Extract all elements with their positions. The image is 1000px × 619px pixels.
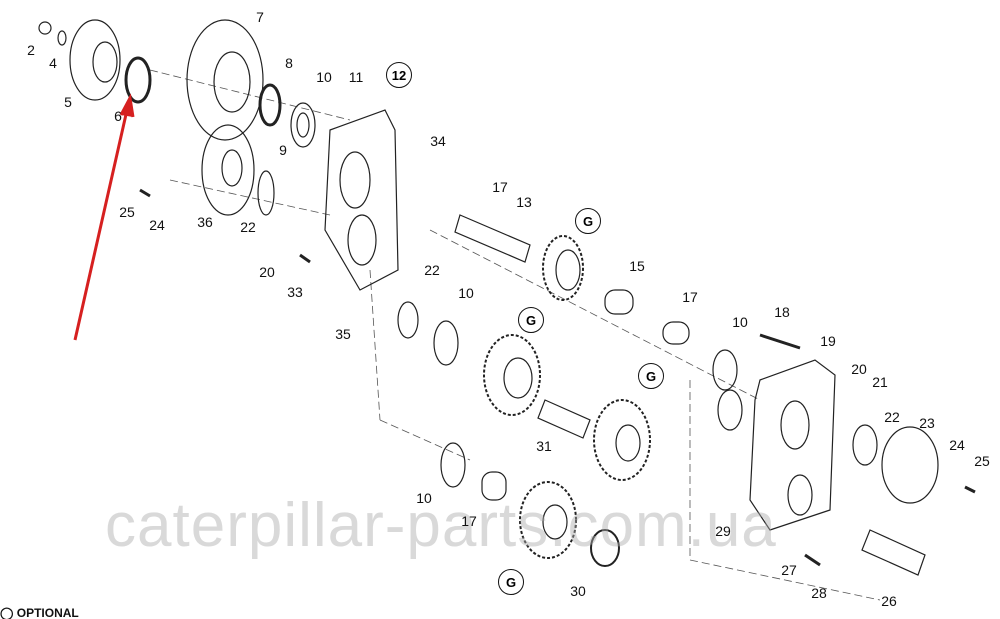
flange-part-5 [69, 19, 121, 101]
bearing-part-10c [440, 442, 466, 488]
part-label[interactable]: 19 [820, 333, 836, 349]
part-label[interactable]: 20 [851, 361, 867, 377]
circled-gear-label[interactable]: G [518, 307, 544, 333]
circled-part-label[interactable]: 12 [386, 62, 412, 88]
watermark: caterpillar-parts.com.ua [105, 491, 777, 560]
part-label[interactable]: 21 [872, 374, 888, 390]
circled-gear-label[interactable]: G [575, 208, 601, 234]
optional-symbol-icon: ◯ [0, 606, 17, 619]
part-label[interactable]: 25 [974, 453, 990, 469]
circled-gear-label[interactable]: G [498, 569, 524, 595]
pin-part-18 [759, 333, 801, 350]
part-label[interactable]: 15 [629, 258, 645, 274]
part-label[interactable]: 26 [881, 593, 897, 609]
part-label[interactable]: 29 [715, 523, 731, 539]
ring-part-30 [590, 529, 620, 567]
shaft-part-31 [537, 399, 591, 439]
part-label[interactable]: 17 [492, 179, 508, 195]
part-label[interactable]: 22 [424, 262, 440, 278]
gear-g4 [519, 481, 577, 559]
housing-part-19 [749, 359, 836, 531]
housing-part-11 [324, 109, 399, 291]
part-label[interactable]: 11 [348, 69, 364, 85]
part-label[interactable]: 8 [285, 55, 293, 71]
part-label[interactable]: 17 [461, 513, 477, 529]
part-label[interactable]: 28 [811, 585, 827, 601]
part-label[interactable]: 30 [570, 583, 586, 599]
assembly-guide-lines [149, 69, 881, 601]
part-label[interactable]: 5 [64, 94, 72, 110]
oring-part-22b [397, 301, 419, 339]
bushing-part-15 [604, 289, 634, 315]
part-label[interactable]: 24 [149, 217, 165, 233]
part-label[interactable]: 9 [279, 142, 287, 158]
bearing-part-10b [433, 320, 459, 366]
part-label[interactable]: 13 [516, 194, 532, 210]
part-label[interactable]: 23 [919, 415, 935, 431]
part-label[interactable]: 33 [287, 284, 303, 300]
oring-part-22 [257, 170, 275, 216]
part-label[interactable]: 31 [536, 438, 552, 454]
bushing-part-17 [662, 321, 690, 345]
oring-part-22c [852, 424, 878, 466]
bushing-part-17b [481, 471, 507, 501]
shaft-part-26 [861, 529, 926, 576]
part-label[interactable]: 22 [884, 409, 900, 425]
part-label[interactable]: 17 [682, 289, 698, 305]
part-label[interactable]: 7 [256, 9, 264, 25]
seal-part-8 [258, 83, 282, 127]
part-label[interactable]: 34 [430, 133, 446, 149]
gear-g3 [593, 399, 651, 481]
gear-g2 [483, 334, 541, 416]
cover-part-7 [186, 19, 264, 141]
bearing-part-10 [290, 102, 316, 148]
part-label[interactable]: 2 [27, 42, 35, 58]
part-label[interactable]: 36 [197, 214, 213, 230]
part-label[interactable]: 10 [416, 490, 432, 506]
nut-part-2 [38, 21, 52, 35]
part-label[interactable]: 10 [732, 314, 748, 330]
optional-legend-text: OPTIONAL [16, 606, 79, 619]
part-label[interactable]: 6 [114, 108, 122, 124]
part-label[interactable]: 10 [458, 285, 474, 301]
seal-part-6 [124, 56, 152, 104]
oring-part-4 [57, 30, 67, 46]
part-label[interactable]: 20 [259, 264, 275, 280]
circled-gear-label[interactable]: G [638, 363, 664, 389]
gear-g1 [542, 235, 584, 301]
part-label[interactable]: 18 [774, 304, 790, 320]
shaft-part-13 [454, 214, 531, 263]
cover-part-23 [881, 426, 939, 504]
red-arrow-indicator [73, 93, 135, 341]
part-label[interactable]: 4 [49, 55, 57, 71]
part-label[interactable]: 25 [119, 204, 135, 220]
plate-part-36 [201, 124, 255, 216]
part-label[interactable]: 35 [335, 326, 351, 342]
optional-legend: ◯ OPTIONAL [0, 606, 79, 619]
part-label[interactable]: 24 [949, 437, 965, 453]
part-label[interactable]: 22 [240, 219, 256, 235]
bearing-part-10d [712, 349, 738, 391]
part-label[interactable]: 27 [781, 562, 797, 578]
part-label[interactable]: 10 [316, 69, 332, 85]
